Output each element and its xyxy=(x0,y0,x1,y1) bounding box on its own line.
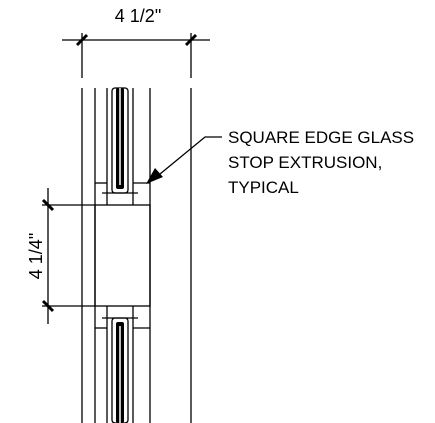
width-tick-left xyxy=(75,33,89,47)
leader-line xyxy=(159,136,222,175)
vertical-dimension xyxy=(41,188,95,324)
height-tick-bottom xyxy=(41,299,55,313)
leader-arrowhead xyxy=(146,168,163,184)
callout-note: SQUARE EDGE GLASS STOP EXTRUSION, TYPICA… xyxy=(228,128,414,197)
lower-glass-pane xyxy=(111,317,129,423)
note-line-1: SQUARE EDGE GLASS xyxy=(228,128,414,147)
width-tick-right xyxy=(184,33,198,47)
note-line-3: TYPICAL xyxy=(228,178,299,197)
height-dimension-label: 4 1/4" xyxy=(26,233,46,279)
width-dimension-label: 4 1/2" xyxy=(115,6,161,26)
leader-arrow xyxy=(146,136,222,184)
horizontal-dimension xyxy=(62,33,210,78)
note-line-2: STOP EXTRUSION, xyxy=(228,153,382,172)
upper-glass-pane xyxy=(111,87,129,194)
frame-profile xyxy=(81,88,192,423)
height-tick-top xyxy=(41,198,55,212)
lower-glazing-gasket xyxy=(111,317,129,423)
setting-block xyxy=(94,204,151,307)
